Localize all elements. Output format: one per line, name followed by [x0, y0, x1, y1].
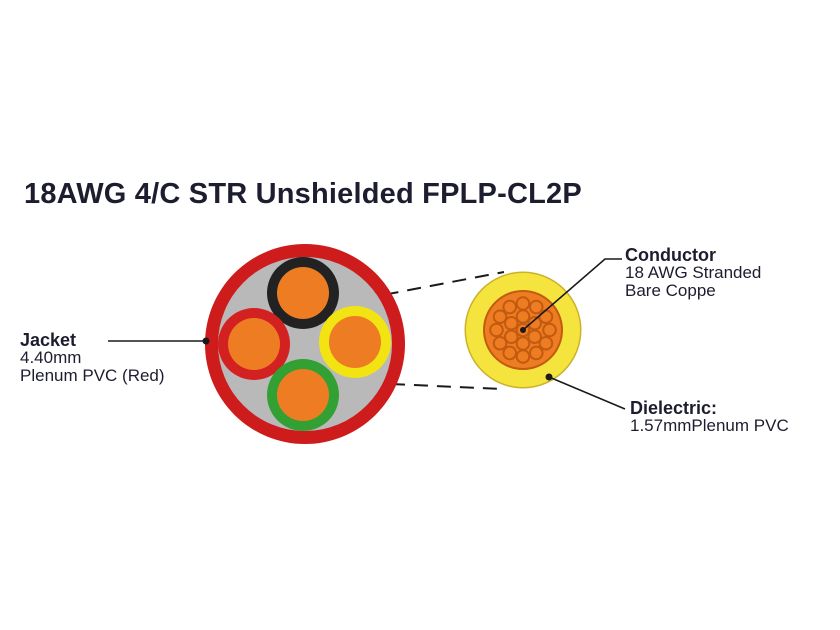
conductor-label-material: Bare Coppe — [625, 281, 716, 300]
copper-strand — [528, 345, 544, 361]
dielectric-leader-dot — [545, 373, 553, 381]
copper-strand — [527, 329, 542, 345]
copper-strand — [489, 322, 504, 338]
jacket-leader-dot — [202, 337, 210, 345]
copper-strand — [492, 335, 508, 351]
copper-strand — [538, 335, 554, 351]
conductor-right-core — [329, 316, 381, 368]
jacket-label-title: Jacket — [20, 330, 77, 350]
copper-strand — [492, 309, 508, 325]
conductor-leader-line — [522, 258, 622, 331]
copper-strand — [538, 309, 554, 325]
conductor-label-title: Conductor — [625, 245, 716, 265]
copper-strand — [515, 296, 531, 311]
conductor-label-spec: 18 AWG Stranded — [625, 263, 762, 282]
copper-strand — [504, 315, 519, 331]
copper-strands — [489, 296, 557, 364]
copper-strand — [515, 336, 531, 351]
jacket-label-size: 4.40mm — [20, 348, 82, 367]
jacket-label: Jacket 4.40mm Plenum PVC (Red) — [20, 331, 165, 385]
conductor-label: Conductor 18 AWG Stranded Bare Coppe — [625, 246, 761, 300]
jacket-label-material: Plenum PVC (Red) — [20, 366, 165, 385]
dielectric-label: Dielectric: 1.57mmPlenum PVC — [630, 399, 789, 435]
conductor-top-core — [277, 267, 329, 319]
copper-strand — [542, 322, 557, 338]
dielectric-label-title: Dielectric: — [630, 398, 718, 418]
filler-core — [218, 257, 392, 431]
conductor-left-core — [228, 318, 280, 370]
page-title: 18AWG 4/C STR Unshielded FPLP-CL2P — [24, 178, 582, 210]
callout-lines — [108, 258, 626, 410]
dielectric-leader-line — [548, 376, 626, 410]
dielectric-label-spec: 1.57mmPlenum PVC — [630, 416, 789, 435]
copper-strand — [502, 345, 518, 361]
copper-strand — [515, 309, 531, 324]
copper-strand — [502, 299, 518, 315]
cable-cross-section — [205, 244, 405, 444]
copper-strand — [528, 299, 544, 315]
conductor-bottom-core — [277, 369, 329, 421]
copper-strand — [515, 349, 531, 364]
